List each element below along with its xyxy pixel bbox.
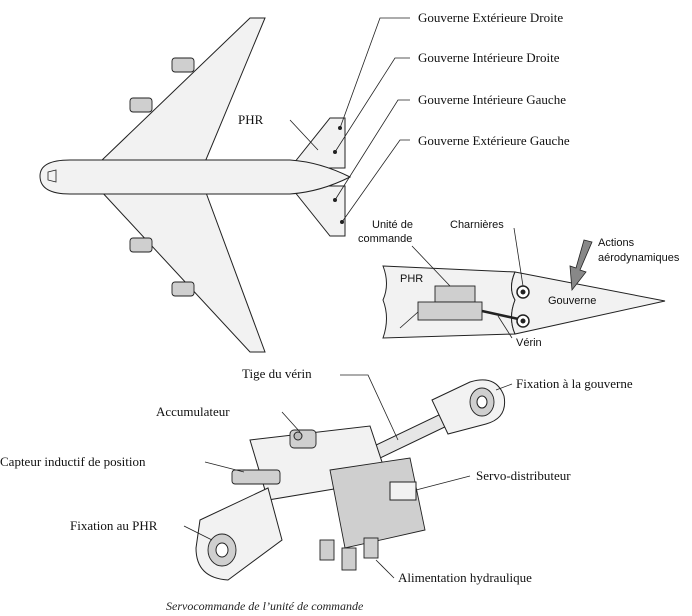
- aircraft-fuselage: [39, 159, 352, 195]
- leader-command-unit: [411, 245, 451, 287]
- aircraft-upper-wing: [98, 17, 266, 163]
- label-accumulator: Accumulateur: [156, 404, 230, 419]
- label-left-inner: Gouverne Intérieure Gauche: [418, 92, 566, 107]
- label-aero-1: Actions: [598, 237, 635, 249]
- label-command-unit-2: commande: [358, 233, 412, 245]
- leader-right-inner: [334, 57, 410, 153]
- section-actuator: [417, 301, 483, 321]
- aircraft-drawing: [39, 17, 410, 353]
- label-right-outer: Gouverne Extérieure Droite: [418, 10, 563, 25]
- leader-phr: [289, 119, 319, 151]
- aero-arrow: [569, 239, 593, 292]
- label-gouverne-mount: Fixation à la gouverne: [516, 376, 633, 391]
- engine-1: [129, 97, 153, 113]
- engine-4: [171, 281, 195, 297]
- label-sensor: Capteur inductif de position: [0, 454, 146, 469]
- label-command-unit-1: Unité de: [372, 219, 413, 231]
- figure-caption: Servocommande de l’unité de commande: [166, 599, 364, 613]
- leader-sensor: [204, 461, 245, 473]
- section-actuator-mount: [399, 311, 419, 329]
- label-hinges: Charnières: [450, 219, 504, 231]
- section-actuator-rod: [481, 309, 524, 322]
- leader-left-outer: [341, 139, 410, 223]
- leader-left-inner: [334, 99, 410, 201]
- label-hydraulic: Alimentation hydraulique: [398, 570, 532, 585]
- leader-hinges: [513, 227, 524, 287]
- section-command-unit: [434, 285, 476, 303]
- label-phr-aircraft: PHR: [238, 112, 264, 127]
- servo-accumulator: [289, 429, 317, 449]
- servo-rod: [369, 411, 452, 461]
- leader-right-outer: [339, 17, 410, 129]
- engine-3: [129, 237, 153, 253]
- label-phr-mount: Fixation au PHR: [70, 518, 158, 533]
- label-aero-2: aérodynamiques: [598, 252, 680, 264]
- leader-rod: [340, 374, 399, 441]
- hydraulic-fitting-1: [319, 539, 335, 561]
- section-view: [382, 227, 666, 339]
- leader-servo-valve: [415, 475, 471, 491]
- aircraft-lower-wing: [98, 189, 266, 353]
- section-gouverne-body: [511, 271, 666, 335]
- hinge-lower-dot: [520, 318, 526, 324]
- leader-accumulator: [281, 411, 301, 433]
- label-rod: Tige du vérin: [242, 366, 312, 381]
- servo-gouverne-hole: [476, 395, 488, 409]
- label-verin: Vérin: [516, 337, 542, 349]
- engine-2: [171, 57, 195, 73]
- leader-gouverne-mount: [495, 383, 513, 391]
- leader-phr-mount: [183, 525, 213, 541]
- servo-distributor: [389, 481, 417, 501]
- label-right-inner: Gouverne Intérieure Droite: [418, 50, 560, 65]
- servo-phr-hole: [215, 542, 229, 558]
- servo-phr-mount: [195, 487, 283, 581]
- leader-hydraulic: [375, 559, 395, 579]
- servo-actuator-drawing: [183, 374, 513, 581]
- leader-verin: [497, 315, 513, 339]
- hydraulic-fitting-2: [341, 547, 357, 571]
- label-phr-section: PHR: [400, 273, 423, 285]
- label-gouverne-section: Gouverne: [548, 295, 596, 307]
- servo-valve-block: [329, 457, 426, 549]
- hinge-upper-dot: [520, 289, 526, 295]
- accumulator-cap: [293, 431, 303, 441]
- servo-position-sensor: [231, 469, 281, 485]
- cockpit-window: [47, 169, 57, 183]
- label-servo-valve: Servo-distributeur: [476, 468, 571, 483]
- hydraulic-fitting-3: [363, 537, 379, 559]
- label-left-outer: Gouverne Extérieure Gauche: [418, 133, 570, 148]
